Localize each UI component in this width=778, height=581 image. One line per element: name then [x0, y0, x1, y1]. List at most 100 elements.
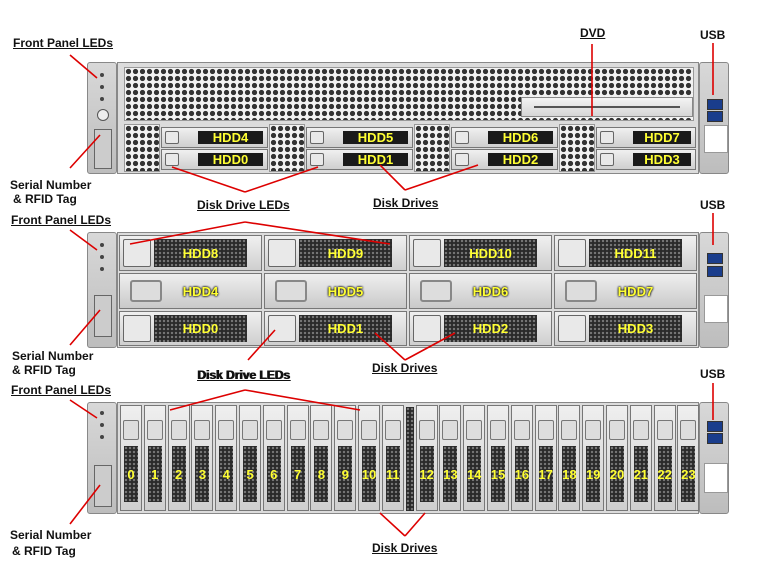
drive-slot-11[interactable]: 11 [381, 405, 404, 511]
drive-slot-13[interactable]: 13 [439, 405, 462, 511]
drive-number: 0 [124, 446, 138, 502]
dvd-drive[interactable] [521, 97, 693, 117]
drive-slot-10[interactable]: 10 [358, 405, 380, 511]
drive-latch[interactable] [442, 420, 459, 440]
drive-slot-15[interactable]: 15 [487, 405, 509, 511]
drive-slot[interactable]: HDD10 [409, 235, 552, 271]
center-vent [406, 407, 414, 511]
drive-slot[interactable]: HDD4 [161, 127, 268, 148]
drive-number: 16 [515, 446, 529, 502]
drive-slot[interactable]: HDD9 [264, 235, 407, 271]
drive-slot[interactable]: HDD8 [119, 235, 262, 271]
drive-number: 13 [443, 446, 458, 502]
drive-slot[interactable]: HDD11 [554, 235, 697, 271]
drive-filler[interactable]: HDD5 [264, 273, 407, 309]
drive-number: 1 [147, 446, 162, 502]
usb-port-icon[interactable] [707, 433, 723, 444]
drive-slot[interactable]: HDD0 [161, 149, 268, 170]
drive-number: 15 [491, 446, 505, 502]
disk-drive-leds-label-s3: Disk Drive LEDs [197, 368, 290, 382]
drive-slot[interactable]: HDD2 [409, 311, 552, 346]
serial-tag-icon[interactable] [94, 129, 112, 169]
drive-slot-6[interactable]: 6 [262, 405, 285, 511]
drive-slot-14[interactable]: 14 [463, 405, 486, 511]
drive-slot-1[interactable]: 1 [143, 405, 166, 511]
drive-slot-16[interactable]: 16 [510, 405, 533, 511]
drive-number: 10 [362, 446, 376, 502]
left-rack-ear [87, 232, 117, 348]
drive-latch[interactable] [242, 420, 258, 440]
drive-latch[interactable] [513, 420, 530, 440]
drive-latch[interactable] [361, 420, 377, 440]
serial-number-label: Serial Number [12, 349, 94, 363]
drive-slot-19[interactable]: 19 [582, 405, 605, 511]
serial-tag-icon[interactable] [94, 465, 112, 507]
drive-latch[interactable] [561, 420, 578, 440]
drive-number: 6 [266, 446, 281, 502]
usb-port-icon[interactable] [707, 266, 723, 277]
drive-slot-4[interactable]: 4 [215, 405, 238, 511]
drive-number: 18 [562, 446, 577, 502]
drive-slot-8[interactable]: 8 [310, 405, 333, 511]
drive-latch[interactable] [656, 420, 673, 440]
drive-number: 7 [290, 446, 305, 502]
drive-slot-12[interactable]: 12 [415, 405, 438, 511]
drive-slot-7[interactable]: 7 [286, 405, 309, 511]
front-panel-leds-label: Front Panel LEDs [11, 383, 112, 397]
drive-slot[interactable]: HDD3 [596, 149, 696, 170]
drive-number: 5 [243, 446, 257, 502]
drive-filler[interactable]: HDD7 [554, 273, 697, 309]
drive-latch[interactable] [490, 420, 506, 440]
drive-latch[interactable] [337, 420, 354, 440]
usb-port-icon[interactable] [707, 253, 723, 264]
rfid-tag-label: & RFID Tag [12, 544, 76, 558]
drive-slot[interactable]: HDD1 [306, 149, 413, 170]
usb-port-icon[interactable] [707, 99, 723, 110]
drive-latch[interactable] [218, 420, 235, 440]
front-panel-leds-label: Front Panel LEDs [13, 36, 114, 50]
drive-latch[interactable] [170, 420, 187, 440]
drive-slot-20[interactable]: 20 [606, 405, 628, 511]
drive-latch[interactable] [194, 420, 211, 440]
drive-latch[interactable] [313, 420, 330, 440]
drive-latch[interactable] [585, 420, 602, 440]
drive-slot-17[interactable]: 17 [534, 405, 557, 511]
drive-latch[interactable] [265, 420, 282, 440]
drive-latch[interactable] [289, 420, 306, 440]
drive-latch[interactable] [680, 420, 697, 440]
drive-latch[interactable] [466, 420, 483, 440]
drive-slot[interactable]: HDD3 [554, 311, 697, 346]
drive-latch[interactable] [123, 420, 139, 440]
drive-slot[interactable]: HDD2 [451, 149, 558, 170]
drive-slot-5[interactable]: 5 [239, 405, 261, 511]
drive-latch[interactable] [384, 420, 401, 440]
drive-slot[interactable]: HDD5 [306, 127, 413, 148]
drive-slot[interactable]: HDD6 [451, 127, 558, 148]
drive-slot-2[interactable]: 2 [167, 405, 190, 511]
usb-port-icon[interactable] [707, 421, 723, 432]
usb-port-icon[interactable] [707, 111, 723, 122]
drive-slot-0[interactable]: 0 [120, 405, 142, 511]
drive-slot-3[interactable]: 3 [191, 405, 214, 511]
drive-slot-23[interactable]: 23 [677, 405, 700, 511]
drive-slot-22[interactable]: 22 [653, 405, 676, 511]
drive-latch[interactable] [418, 420, 435, 440]
drive-slot-9[interactable]: 9 [334, 405, 357, 511]
sun-logo-icon [704, 463, 728, 493]
drive-latch[interactable] [609, 420, 625, 440]
drive-number: 20 [610, 446, 624, 502]
drive-latch[interactable] [146, 420, 163, 440]
power-button-icon[interactable] [97, 109, 109, 121]
drive-filler[interactable]: HDD6 [409, 273, 552, 309]
drive-latch[interactable] [537, 420, 554, 440]
drive-filler[interactable]: HDD4 [119, 273, 262, 309]
drive-latch[interactable] [632, 420, 649, 440]
right-rack-ear [699, 232, 729, 348]
drive-slot[interactable]: HDD7 [596, 127, 696, 148]
drive-slot-18[interactable]: 18 [558, 405, 581, 511]
drive-slot[interactable]: HDD0 [119, 311, 262, 346]
drive-number: 9 [338, 446, 353, 502]
drive-slot-21[interactable]: 21 [629, 405, 652, 511]
usb-label: USB [700, 198, 726, 212]
vent-block [124, 124, 160, 172]
